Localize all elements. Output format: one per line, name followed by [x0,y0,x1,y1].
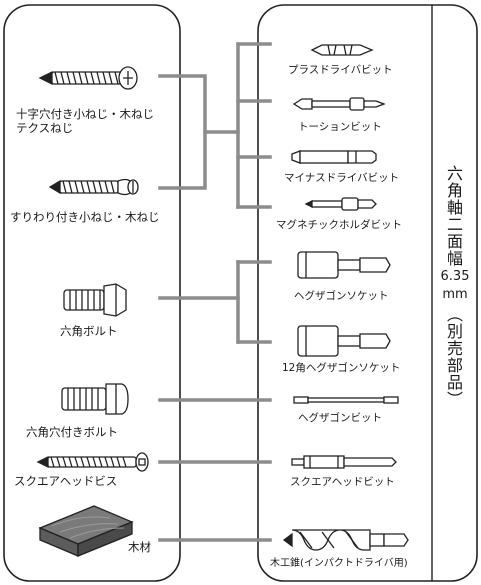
12-point-socket-label: 12角ヘグザゴンソケット [282,362,401,374]
hex-bit-icon [293,396,399,404]
hex-bit-label: ヘグザゴンビット [298,412,382,424]
phillips-screw-label: 十字穴付き小ねじ・木ねじ [16,107,154,121]
tex-screw-label: テクスねじ [16,121,74,135]
magnetic-holder-bit-icon [304,197,377,211]
square-head-bit-label: スクエアヘッドビット [290,476,395,488]
socket-head-bolt-icon [61,383,129,415]
right-panel [257,4,478,582]
side-title-spec: 六角軸二面幅 [446,164,463,268]
phillips-screw-icon [38,66,138,90]
slotted-screw-label: すりわり付き小ねじ・木ねじ [10,210,160,224]
side-title-unit: mm [442,287,468,302]
phillips-bit-label: プラスドライバビット [288,64,393,76]
square-head-screw-icon [36,452,149,472]
side-title: 六角軸二面幅 6.35 mm ︵別売部品︶ [437,165,473,408]
torsion-bit-label: トーションビット [298,121,382,133]
connector-lines [158,42,272,542]
side-title-size: 6.35 [440,269,470,284]
square-head-screw-label: スクエアヘッドビス [14,474,118,488]
phillips-bit-icon [310,44,374,56]
torsion-bit-icon [292,97,386,111]
hex-bolt-icon [63,283,127,317]
hex-socket-label: ヘグザゴンソケット [294,290,389,302]
magnetic-holder-bit-label: マグネチックホルダビット [276,219,402,231]
socket-head-bolt-label: 六角穴付きボルト [26,425,118,439]
left-panel [3,4,181,582]
12-point-socket-icon [297,325,391,357]
hex-bolt-label: 六角ボルト [60,324,118,338]
side-title-optional: ︵別売部品︶ [446,305,463,409]
slotted-bit-icon [291,150,377,164]
slotted-screw-icon [48,178,139,196]
slotted-bit-label: マイナスドライバビット [284,172,400,184]
hex-socket-icon [297,251,391,279]
wood-drill-bit-label: 木工錐(インパクトドライバ用) [270,558,408,569]
wood-label: 木材 [128,540,151,554]
wood-drill-bit-icon [282,529,409,551]
wood-block-icon [38,505,134,557]
square-head-bit-icon [291,455,397,469]
